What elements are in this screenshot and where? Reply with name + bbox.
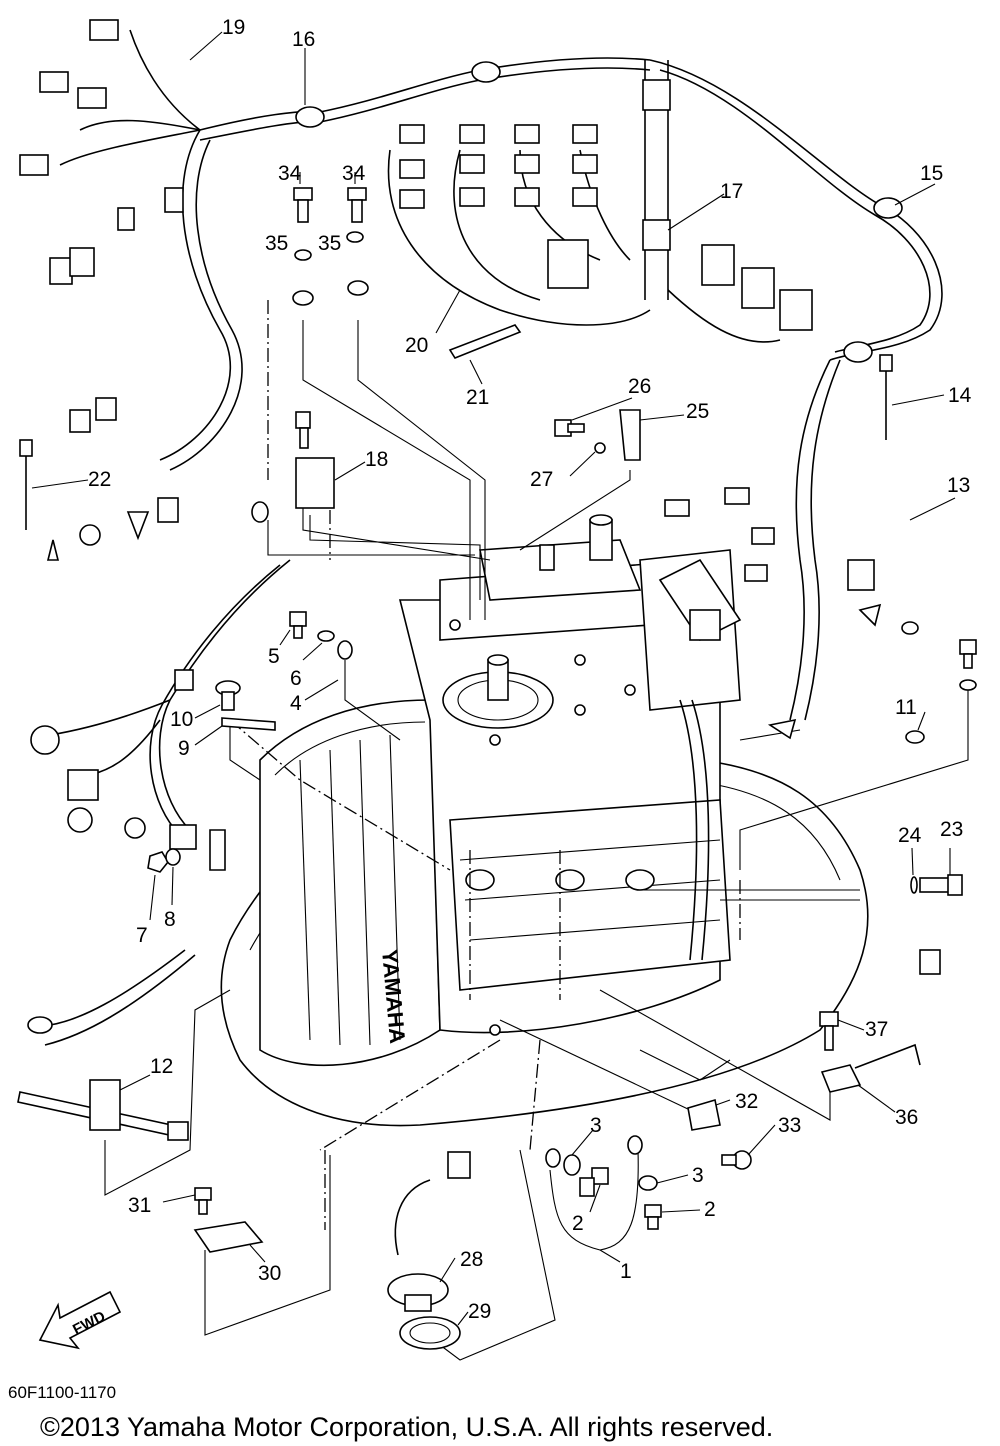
callout-1: 1: [620, 1260, 632, 1283]
solid-leaders: [104, 320, 969, 1361]
dash-leaders: [229, 300, 741, 1230]
callout-22: 22: [88, 468, 111, 491]
part-code: 60F1100-1170: [8, 1383, 116, 1402]
callout-8: 8: [164, 908, 176, 931]
callout-13: 13: [947, 474, 970, 497]
callout-6: 6: [290, 667, 302, 690]
callout-35b: 35: [318, 232, 341, 255]
callout-29: 29: [468, 1300, 491, 1323]
callout-2b: 2: [704, 1198, 716, 1221]
callout-28: 28: [460, 1248, 483, 1271]
callout-3a: 3: [590, 1114, 602, 1137]
copyright-notice: ©2013 Yamaha Motor Corporation, U.S.A. A…: [40, 1412, 773, 1442]
callout-32: 32: [735, 1090, 758, 1113]
callout-24: 24: [898, 824, 922, 847]
callout-30: 30: [258, 1262, 281, 1285]
callout-labels: 19 16 34 34 35 35 17 15 20 21 26 25 14 2…: [88, 16, 972, 1323]
callout-20: 20: [405, 334, 428, 357]
callout-leaders: [31, 31, 956, 1326]
callout-10: 10: [170, 708, 193, 731]
callout-2a: 2: [572, 1212, 584, 1235]
callout-5: 5: [268, 645, 280, 668]
connectors: [19, 19, 941, 975]
callout-33: 33: [778, 1114, 801, 1137]
callout-12: 12: [150, 1055, 173, 1078]
callout-11: 11: [895, 696, 917, 719]
callout-27: 27: [530, 468, 553, 491]
callout-21: 21: [466, 386, 489, 409]
harness-bands: [295, 61, 903, 363]
callout-14: 14: [948, 384, 972, 407]
callout-23: 23: [940, 818, 963, 841]
callout-34a: 34: [278, 162, 302, 185]
callout-25: 25: [686, 400, 709, 423]
fwd-arrow: FWD: [38, 1290, 122, 1350]
engine-assembly: YAMAHA: [220, 514, 869, 1127]
callout-3b: 3: [692, 1164, 704, 1187]
callout-9: 9: [178, 737, 190, 760]
callout-35a: 35: [265, 232, 288, 255]
callout-16: 16: [292, 28, 315, 51]
callout-36: 36: [895, 1106, 918, 1129]
callout-19: 19: [222, 16, 245, 39]
callout-26: 26: [628, 375, 651, 398]
callout-15: 15: [920, 162, 943, 185]
callout-37: 37: [865, 1018, 888, 1041]
callout-18: 18: [365, 448, 388, 471]
hardware: [17, 187, 977, 1350]
callout-7: 7: [136, 924, 148, 947]
callout-31: 31: [128, 1194, 151, 1217]
callout-17: 17: [720, 180, 743, 203]
callout-4: 4: [290, 692, 302, 715]
callout-34b: 34: [342, 162, 366, 185]
